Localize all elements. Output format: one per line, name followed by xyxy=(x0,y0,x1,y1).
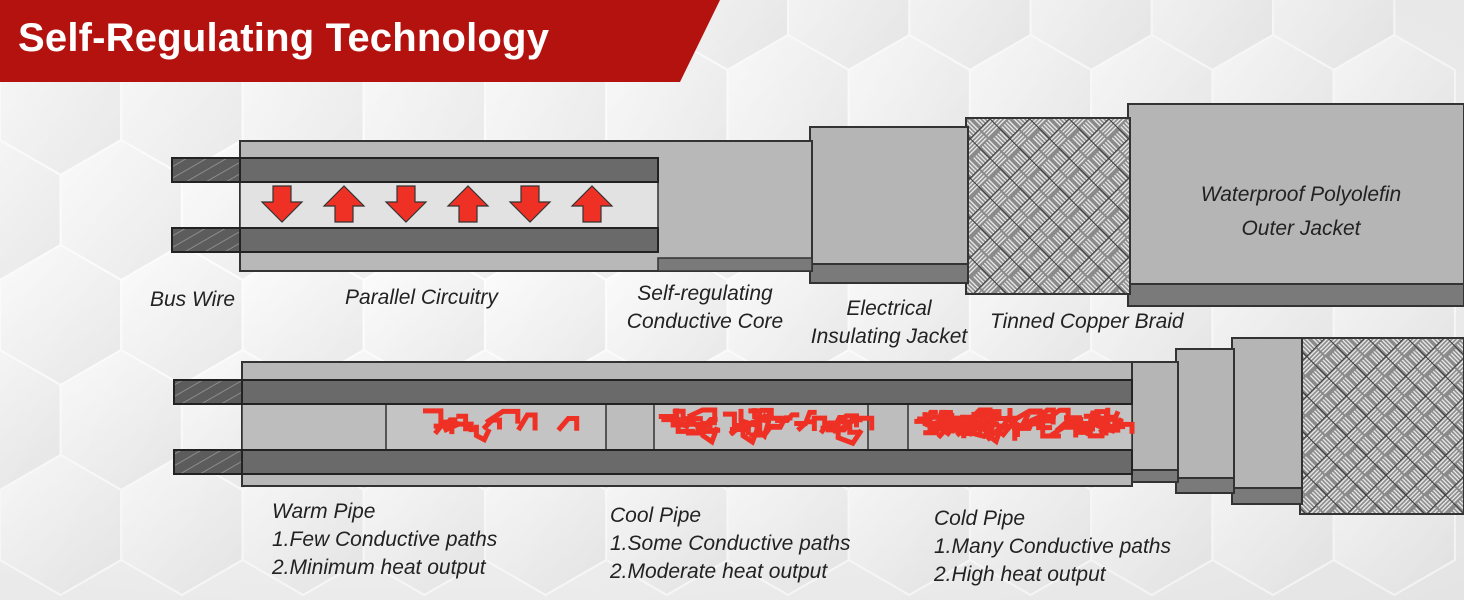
cool-pipe-line2: 2.Moderate heat output xyxy=(610,560,828,583)
conductive-path xyxy=(985,409,1013,422)
arrow-up-icon xyxy=(322,185,366,223)
cold-pipe-line1: 1.Many Conductive paths xyxy=(934,535,1171,558)
warm-conductive-paths xyxy=(422,408,580,444)
conductive-path xyxy=(456,413,475,432)
label-outer-jacket-line2: Outer Jacket xyxy=(1241,217,1361,240)
conductive-path xyxy=(944,419,969,438)
conductive-path xyxy=(794,409,817,427)
warm-pipe-title: Warm Pipe xyxy=(272,500,376,523)
conductive-path xyxy=(484,408,521,425)
warm-pipe-line2: 2.Minimum heat output xyxy=(272,556,486,579)
label-insulating-jacket-line1: Electrical xyxy=(846,297,932,320)
conductive-path xyxy=(556,415,580,432)
label-outer-jacket-line1: Waterproof Polyolefin xyxy=(1200,183,1402,206)
conductive-path xyxy=(985,423,1018,442)
conductive-path xyxy=(965,407,993,425)
top-cable xyxy=(171,103,1464,307)
conductive-path xyxy=(1030,409,1053,424)
label-insulating-jacket: Electrical Insulating Jacket xyxy=(796,295,982,351)
arrow-down-icon xyxy=(260,185,304,223)
conductive-path xyxy=(839,419,860,435)
label-conductive-core-line1: Self-regulating xyxy=(637,282,773,305)
conductive-path xyxy=(929,409,947,426)
conductive-path xyxy=(729,422,751,437)
label-conductive-core: Self-regulating Conductive Core xyxy=(612,280,798,336)
bottom-copper-braid xyxy=(1299,337,1464,515)
cold-pipe-label: Cold Pipe 1.Many Conductive paths 2.High… xyxy=(934,505,1171,589)
warm-pipe-label: Warm Pipe 1.Few Conductive paths 2.Minim… xyxy=(272,498,497,582)
conductive-path xyxy=(818,420,838,435)
bottom-jackets xyxy=(1129,337,1303,505)
insulating-jacket xyxy=(809,126,969,284)
warm-pipe-line1: 1.Few Conductive paths xyxy=(272,528,498,551)
arrow-down-icon xyxy=(508,185,552,223)
label-bus-wire: Bus Wire xyxy=(150,288,235,311)
conductive-path xyxy=(686,407,718,420)
bus-wires xyxy=(171,157,659,253)
bottom-bus-wires xyxy=(173,379,1133,475)
copper-braid xyxy=(965,117,1131,295)
title-banner xyxy=(0,0,720,82)
label-outer-jacket: Waterproof Polyolefin Outer Jacket xyxy=(1166,178,1436,246)
conductive-path xyxy=(1105,407,1121,424)
conductive-path xyxy=(700,420,720,446)
current-arrows xyxy=(260,185,614,223)
conductive-path xyxy=(672,408,694,422)
conductive-path xyxy=(473,424,492,444)
label-copper-braid: Tinned Copper Braid xyxy=(990,310,1184,333)
arrow-up-icon xyxy=(446,185,490,223)
conductive-path xyxy=(1037,407,1056,421)
conductive-path xyxy=(985,421,1004,446)
outer-jacket xyxy=(1127,103,1464,307)
cool-pipe-title: Cool Pipe xyxy=(610,504,702,527)
cool-pipe-label: Cool Pipe 1.Some Conductive paths 2.Mode… xyxy=(610,502,850,586)
bottom-cable xyxy=(173,337,1464,515)
conductive-path xyxy=(1007,408,1031,430)
label-insulating-jacket-line2: Insulating Jacket xyxy=(810,325,968,348)
cold-pipe-title: Cold Pipe xyxy=(934,507,1026,530)
cold-conductive-paths xyxy=(914,407,1135,446)
cool-pipe-line1: 1.Some Conductive paths xyxy=(610,532,851,555)
label-conductive-core-line2: Conductive Core xyxy=(626,310,784,333)
label-parallel-circuitry: Parallel Circuitry xyxy=(345,286,498,309)
conductive-path xyxy=(1064,415,1096,432)
conductive-path xyxy=(752,408,773,424)
arrow-up-icon xyxy=(570,185,614,223)
conductive-path xyxy=(516,412,538,432)
conductive-path xyxy=(1095,412,1124,434)
conductive-path xyxy=(433,417,458,429)
page-title: Self-Regulating Technology xyxy=(18,16,550,60)
cold-pipe-line2: 2.High heat output xyxy=(934,563,1106,586)
conductive-path xyxy=(914,409,938,424)
arrow-down-icon xyxy=(384,185,428,223)
cool-conductive-paths xyxy=(658,407,875,447)
warm-section xyxy=(385,403,607,451)
conductive-path xyxy=(1024,421,1061,439)
